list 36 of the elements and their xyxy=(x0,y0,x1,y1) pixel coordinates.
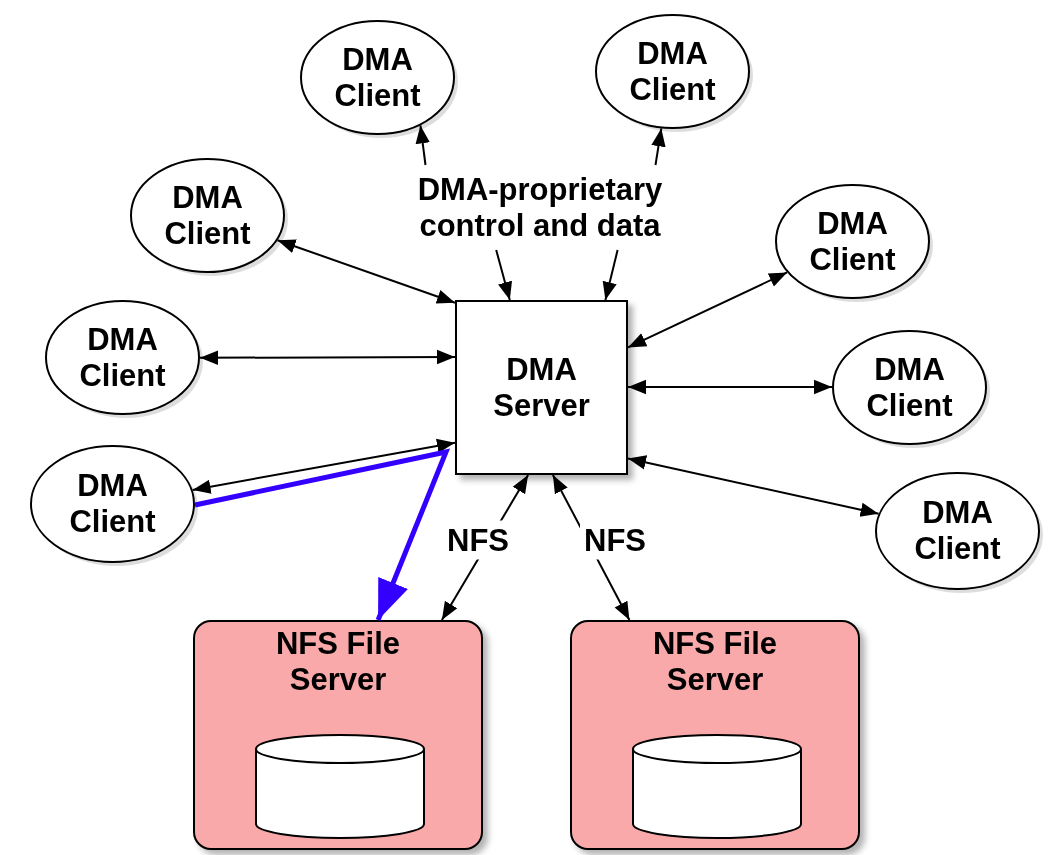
node-label: DMA Client xyxy=(68,468,157,540)
arrow xyxy=(627,455,880,517)
arrow xyxy=(276,239,456,304)
node-label: DMA Client xyxy=(163,179,252,252)
client-ellipse xyxy=(775,184,930,299)
client-ellipse xyxy=(595,14,750,129)
node-label: DMA Client xyxy=(78,321,167,394)
client-ellipse xyxy=(130,158,285,273)
arrow xyxy=(627,271,789,349)
client-ellipse xyxy=(30,445,195,563)
node-label: DMA-proprietary control and data xyxy=(416,171,664,244)
arrow xyxy=(495,249,512,301)
node-label: DMA Client xyxy=(913,495,1002,567)
node-label: DMA Client xyxy=(865,351,954,424)
node-label: DMA Server xyxy=(492,351,591,424)
client-ellipse xyxy=(832,330,987,445)
client-ellipse xyxy=(875,472,1040,590)
arrow xyxy=(199,349,456,365)
arrow xyxy=(194,448,451,621)
arrow xyxy=(602,249,619,301)
arrow xyxy=(415,124,430,166)
arrow xyxy=(651,127,666,166)
node-label: DMA Client xyxy=(808,205,897,278)
node-label: DMA Client xyxy=(628,35,717,108)
server-box xyxy=(455,300,628,475)
node-label: DMA Client xyxy=(333,41,422,114)
disk-cylinder xyxy=(255,734,425,839)
file-server-box xyxy=(193,620,483,850)
disk-cylinder xyxy=(632,734,802,839)
client-ellipse xyxy=(300,20,455,135)
client-ellipse xyxy=(45,300,200,415)
node-label: NFS File Server xyxy=(652,626,778,698)
arrow xyxy=(191,438,456,494)
arrow xyxy=(627,379,833,395)
node-label: NFS File Server xyxy=(275,626,401,698)
file-server-box xyxy=(570,620,860,850)
